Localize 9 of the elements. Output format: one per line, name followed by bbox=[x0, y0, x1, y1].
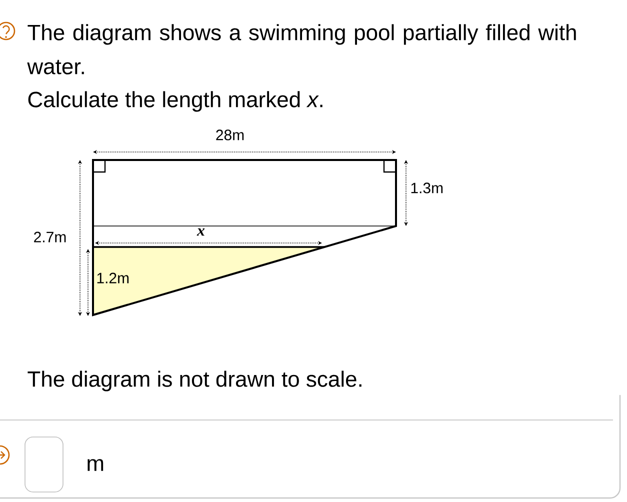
dimension-label: 1.2m bbox=[97, 272, 129, 284]
unit-label: m bbox=[88, 459, 104, 471]
dimension-label: 2.7m bbox=[34, 232, 66, 242]
question-text: Calculate the length marked x. bbox=[28, 91, 322, 112]
dimension-label: 1.3m bbox=[411, 182, 443, 194]
dimension-label: 28m bbox=[216, 130, 244, 140]
dimension-label: x bbox=[196, 228, 205, 236]
note-text: The diagram is not drawn to scale. bbox=[28, 370, 362, 392]
question-text: The diagram shows a swimming pool partially filled with water. bbox=[27, 24, 576, 74]
